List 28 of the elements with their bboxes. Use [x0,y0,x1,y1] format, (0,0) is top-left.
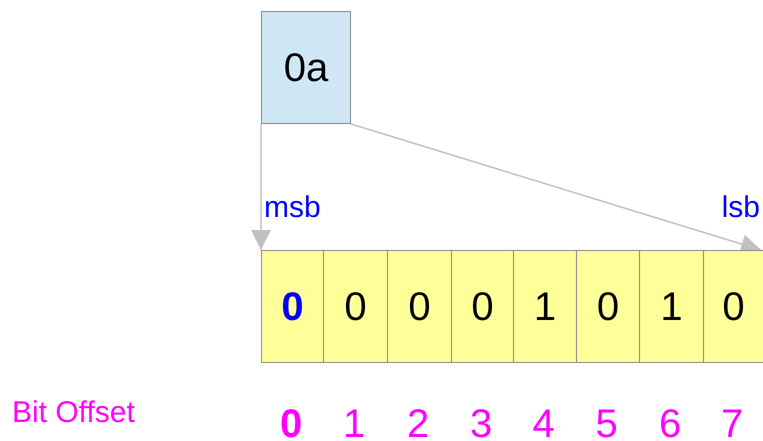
bit-value: 0 [344,286,367,326]
bit-cell [576,250,640,363]
byte-box [261,11,351,124]
bit-value: 1 [534,286,556,326]
bit-offset-number: 6 [659,404,682,441]
bit-cell [513,250,577,363]
bit-offset-number: 1 [343,404,366,441]
bit-offset-number: 2 [407,404,430,441]
hex-value: 0a [284,48,328,88]
bit-cell [261,250,324,363]
bit-offset-number: 5 [596,404,618,441]
bit-offset-number: 4 [532,404,555,441]
bit-cell [451,250,514,363]
bit-value: 0 [471,286,494,326]
bit-cell [323,250,388,363]
bit-offset-number: 3 [470,404,492,441]
bit-value: 0 [281,286,304,326]
bit-cell [387,250,452,363]
axis-label: Bit Offset [12,398,135,428]
arrow [251,124,271,250]
bit-value: 1 [660,286,683,326]
bit-cell [703,250,763,363]
bit-offset-number: 7 [721,404,744,441]
bit-value: 0 [596,286,620,326]
bit-value: 0 [722,286,745,326]
bit-offset-number: 0 [280,404,302,441]
bit-cell [639,250,704,363]
bit-value: 0 [408,286,431,326]
